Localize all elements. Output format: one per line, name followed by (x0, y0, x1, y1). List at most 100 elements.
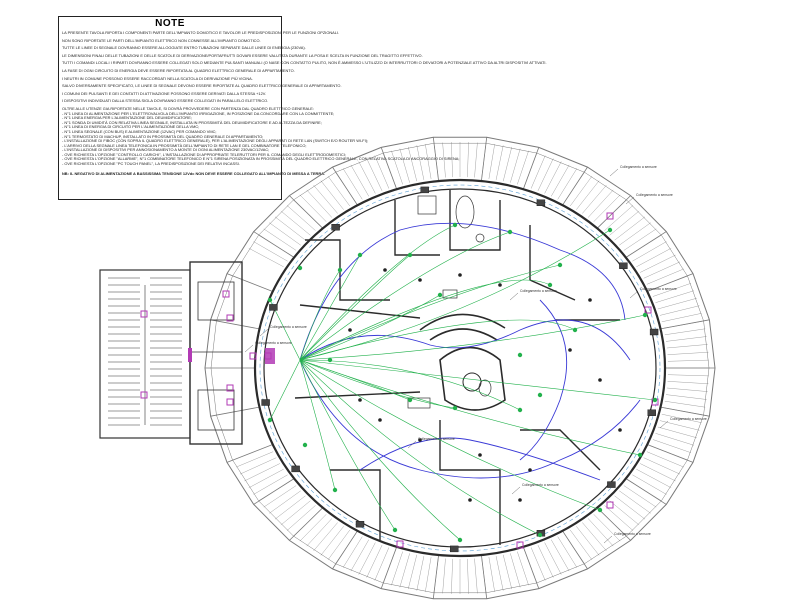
deck-plank (666, 387, 708, 392)
light-point (458, 273, 462, 277)
deck-plank (667, 352, 709, 355)
signal-line (299, 254, 361, 361)
elevator-shaft (197, 281, 235, 321)
sensor-dot (572, 327, 578, 333)
deck-joist (332, 530, 358, 570)
deck-plank (619, 490, 651, 514)
partition-bath (449, 190, 501, 251)
deck-joist (226, 273, 273, 292)
deck-joist (253, 478, 295, 505)
deck-plank (358, 542, 376, 575)
signal-line (299, 359, 411, 401)
deck-outer-edge (204, 136, 716, 600)
energy-line (359, 437, 601, 481)
note-line: - N°1 LINEA SEGNALE (CON BUS) E ALIMENTA… (62, 128, 217, 134)
deck-joist (562, 530, 588, 570)
deck-joist (380, 546, 398, 589)
deck-plank (467, 558, 469, 594)
note-line: I NEUTRI IN COMUNE POSSONO ESSERE RACCOR… (62, 75, 253, 81)
junction-box (355, 521, 365, 528)
sensor-points (267, 222, 658, 543)
deck-plank (488, 557, 495, 592)
junction-box (536, 199, 546, 207)
deck-plank (248, 248, 284, 267)
deck-plank (274, 495, 306, 520)
deck-plank (503, 554, 512, 590)
signal-line (299, 314, 646, 361)
sensor-dot (547, 282, 553, 288)
callout-leader (407, 440, 417, 449)
deck-joist (289, 507, 324, 541)
device-marker (516, 541, 524, 549)
device-marker (226, 314, 234, 322)
sensor-dot (517, 352, 523, 358)
callout-label: Collegamento a sensore (620, 165, 657, 169)
deck-plank (488, 144, 495, 179)
deck-plank (659, 420, 700, 431)
deck-joist (210, 319, 260, 330)
service-shaft (197, 389, 235, 431)
signal-line (299, 279, 551, 361)
sensor-dot (452, 405, 458, 411)
device-marker (140, 391, 148, 399)
deck-plank (604, 505, 634, 531)
partition-upper-left (305, 239, 390, 301)
deck-plank (306, 518, 333, 547)
deck-plank (667, 374, 709, 377)
sensor-dot (407, 397, 413, 403)
deck-plank (632, 241, 667, 262)
core-column (462, 372, 482, 392)
partition-lower-mid (439, 420, 501, 545)
deck-plank (667, 381, 709, 384)
callout-leader (603, 535, 613, 544)
shower (417, 195, 437, 215)
building-shell (253, 178, 667, 558)
note-line: LA FASE DI OGNI CIRCUITO DI ENERGIA DEVE… (62, 67, 295, 73)
callout-leader (509, 292, 519, 301)
deck-joist (596, 195, 631, 229)
deck-plank (503, 146, 512, 182)
device-marker (606, 212, 614, 220)
deck-plank (557, 168, 578, 200)
deck-plank (269, 222, 301, 246)
signal-line (299, 359, 396, 531)
deck-plank (425, 144, 432, 179)
deck-plank (609, 500, 640, 526)
deck-joist (253, 231, 295, 258)
callout-label: Collegamento a sensore (520, 289, 557, 293)
deck-plank (442, 142, 446, 178)
partition-lower-left (330, 469, 381, 540)
signal-line (299, 264, 561, 361)
signal-line (299, 269, 341, 361)
deck-plank (632, 474, 667, 495)
light-point (418, 278, 422, 282)
central-core (419, 313, 506, 411)
callout-leader (625, 196, 635, 205)
deck-plank (643, 261, 680, 279)
deck-plank (557, 536, 578, 568)
signal-line (299, 319, 576, 361)
device-marker (140, 310, 148, 318)
light-point (378, 418, 382, 422)
junction-box (647, 409, 656, 416)
energy-line (299, 222, 626, 361)
sensor-dot (457, 537, 463, 543)
deck-plank (570, 529, 593, 560)
deck-plank (274, 216, 306, 241)
light-point (358, 398, 362, 402)
deck-plank (248, 469, 284, 488)
junction-box (269, 304, 278, 311)
glazing-line (259, 184, 661, 552)
main-panel (265, 348, 275, 364)
deck-plank (664, 401, 706, 408)
deck-plank (657, 298, 697, 310)
deck-plank (306, 189, 333, 218)
deck-plank (593, 514, 621, 542)
interior-partitions (294, 190, 620, 545)
deck-plank (544, 542, 562, 575)
light-point (468, 498, 472, 502)
sensor-dot (332, 487, 338, 493)
deck-plank (327, 176, 350, 207)
deck-plank (399, 553, 410, 588)
